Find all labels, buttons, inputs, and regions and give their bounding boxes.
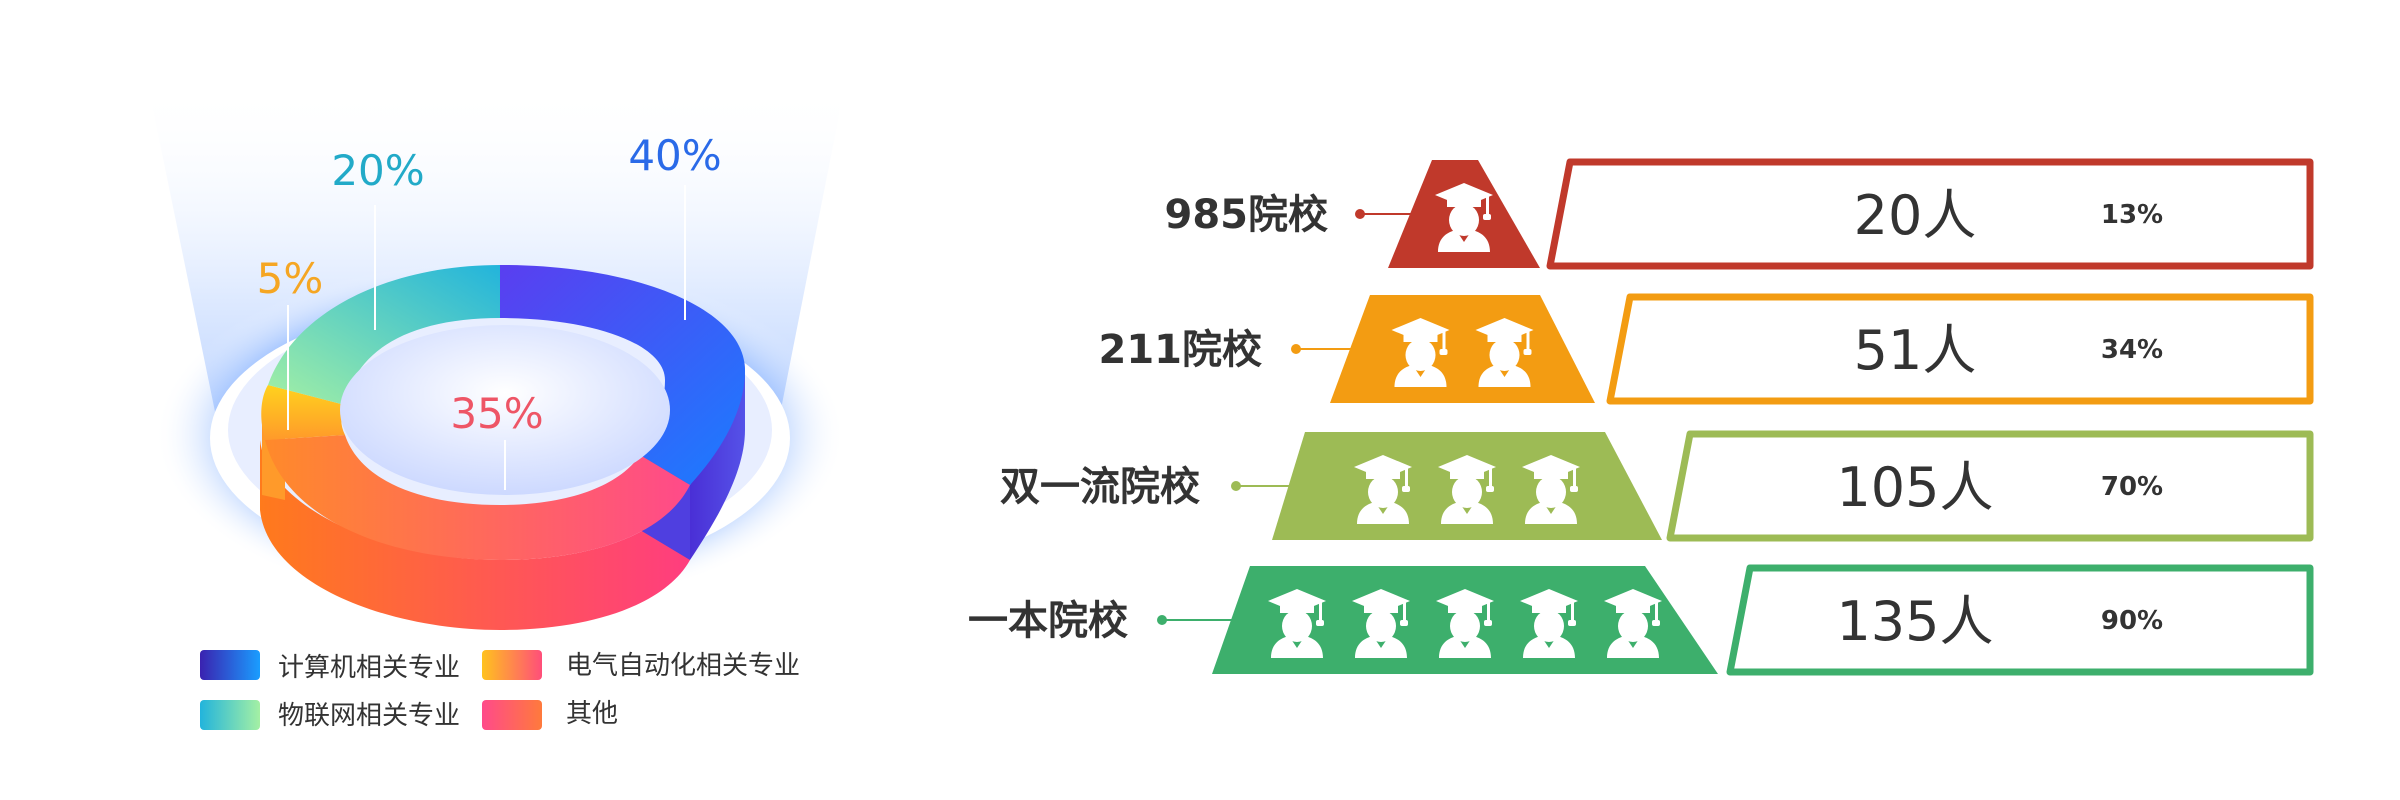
slice-elec: [261, 385, 345, 440]
connector-dot-985: [1355, 209, 1365, 219]
legend-label-other: 其他: [566, 699, 618, 729]
legend-swatch-elec: [482, 650, 542, 680]
pyramid-row-first: 一本院校 135人 90%: [968, 564, 2314, 676]
pct-label-other: 35%: [450, 389, 543, 438]
school-label-985: 985院校: [1165, 192, 1329, 238]
ratio-label-985: 13%: [2101, 200, 2163, 230]
pct-label-iot: 20%: [331, 146, 424, 195]
count-label-211: 51人: [1854, 319, 1977, 382]
legend-label-elec: 电气自动化相关专业: [566, 651, 800, 681]
slice-other: [265, 435, 690, 560]
school-label-dfc: 双一流院校: [1000, 464, 1200, 510]
connector-dot-first: [1157, 615, 1167, 625]
slice-iot: [268, 265, 500, 405]
count-label-first: 135人: [1836, 590, 1993, 653]
connector-dot-211: [1291, 344, 1301, 354]
pyramid-row-211: 211院校 51人 34%: [1099, 293, 2314, 405]
count-label-dfc: 105人: [1836, 456, 1993, 519]
value-box-211: [1606, 293, 2314, 405]
pct-label-computer: 40%: [628, 131, 721, 180]
connector-dot-dfc: [1231, 481, 1241, 491]
slice-side-computer: [690, 360, 745, 560]
legend-swatch-computer: [200, 650, 260, 680]
ratio-label-211: 34%: [2101, 335, 2163, 365]
legend-swatch-other: [482, 700, 542, 730]
slice-computer: [500, 265, 745, 485]
legend-label-iot: 物联网相关专业: [278, 701, 460, 731]
count-label-985: 20人: [1854, 184, 1977, 247]
ratio-label-dfc: 70%: [2101, 472, 2163, 502]
value-box-first: [1726, 564, 2314, 676]
value-box-dfc: [1666, 430, 2314, 542]
legend-label-computer: 计算机相关专业: [278, 653, 460, 683]
donut-chart: 40% 20% 5% 35%: [148, 85, 845, 630]
pyramid-row-dfc: 双一流院校 105人 70%: [1000, 430, 2314, 542]
slice-side-other: [260, 440, 690, 630]
school-label-211: 211院校: [1099, 327, 1263, 373]
pyramid-row-985: 985院校 20人 13%: [1165, 158, 2314, 270]
pct-label-elec: 5%: [257, 254, 324, 303]
value-box-985: [1546, 158, 2314, 270]
ratio-label-first: 90%: [2101, 606, 2163, 636]
legend-swatch-iot: [200, 700, 260, 730]
school-label-first: 一本院校: [968, 598, 1128, 644]
school-pyramid: 985院校 20人 13% 211院校 51人 34% 双一流院校 105人 70% 一本院校 13…: [968, 158, 2314, 676]
donut-hole: [340, 325, 670, 495]
legend: 计算机相关专业 电气自动化相关专业 物联网相关专业 其他: [200, 650, 800, 731]
pyramid-tier-211: [1330, 295, 1595, 403]
